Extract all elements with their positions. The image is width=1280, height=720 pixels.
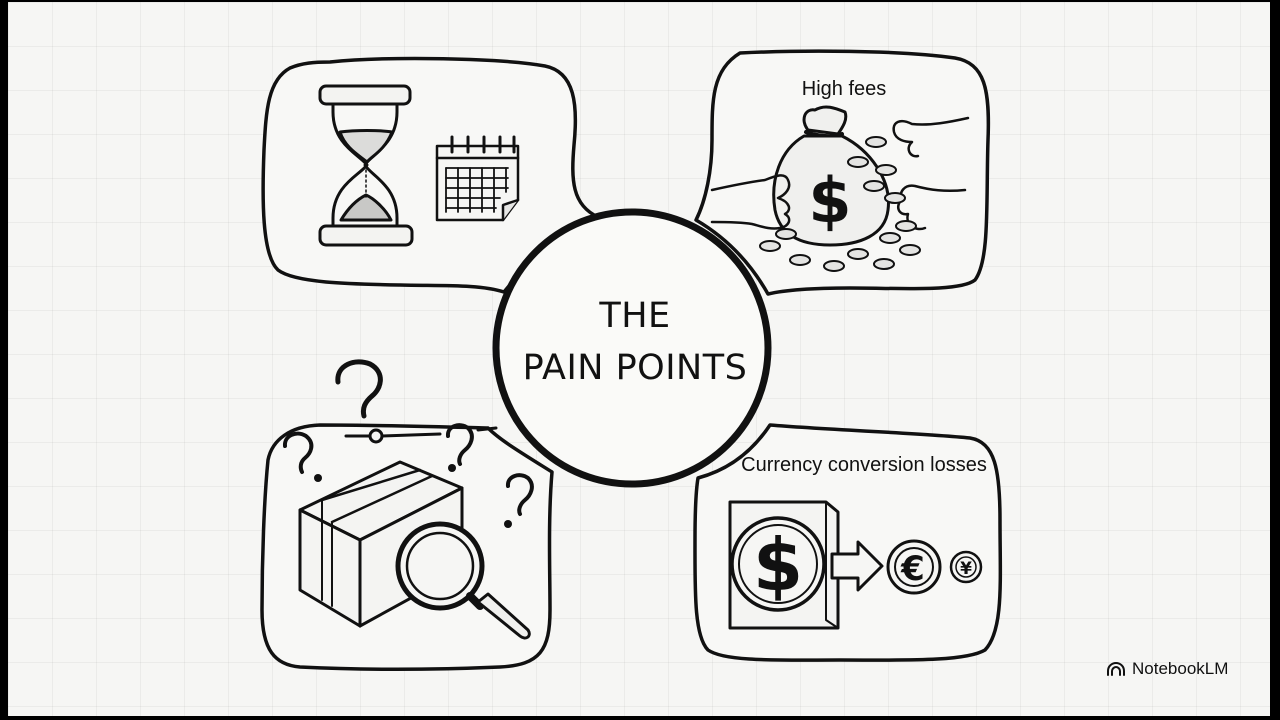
center-title: THE PAIN POINTS (500, 290, 770, 394)
notebooklm-brand: NotebookLM (1106, 659, 1228, 679)
coins-icon (759, 136, 921, 272)
calendar-icon (435, 135, 520, 222)
panel-currency-label: Currency conversion losses (741, 454, 987, 476)
svg-text:¥: ¥ (960, 559, 972, 579)
pain-points-diagram: $ (260, 49, 1003, 671)
slide: $ (8, 2, 1270, 716)
hourglass-icon (318, 84, 414, 247)
arrow-right-icon (830, 540, 884, 592)
yen-coin-icon: ¥ (949, 550, 983, 584)
euro-coin-icon: € (886, 539, 942, 595)
center-title-line1: THE (599, 296, 671, 336)
svg-text:$: $ (808, 164, 851, 237)
dollar-coin-icon: $ (728, 500, 840, 630)
brand-name: NotebookLM (1132, 659, 1229, 678)
center-circle (492, 208, 772, 488)
svg-text:€: € (900, 549, 925, 589)
center-title-line2: PAIN POINTS (522, 348, 748, 388)
svg-text:$: $ (753, 523, 803, 607)
panel-fees-label: High fees (801, 78, 887, 100)
magnifier-icon (395, 521, 531, 640)
question-mark-icon (283, 359, 534, 528)
notebooklm-logo-icon (1107, 661, 1125, 676)
